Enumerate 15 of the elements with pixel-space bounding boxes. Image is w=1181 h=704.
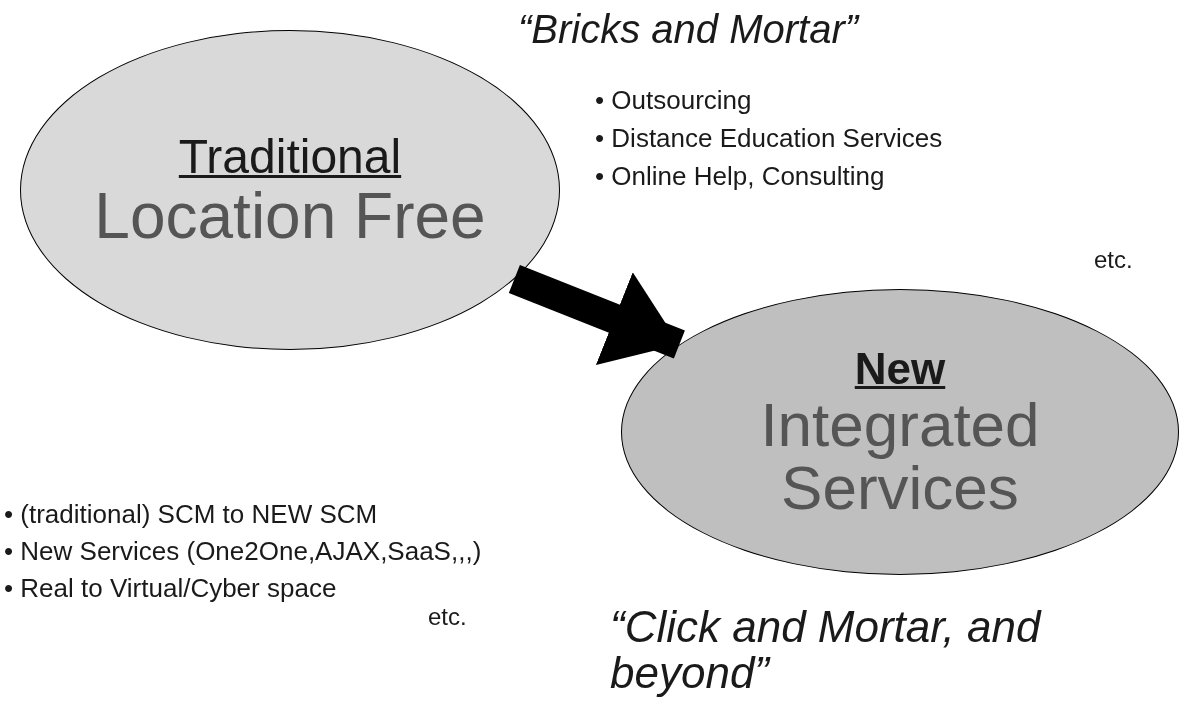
list-item: • Online Help, Consulting xyxy=(595,162,885,192)
list-item: • New Services (One2One,AJAX,SaaS,,,) xyxy=(4,537,482,567)
ellipse-heading: New xyxy=(854,344,946,393)
list-item: • (traditional) SCM to NEW SCM xyxy=(4,500,378,530)
quote-text: “Click and Mortar, and beyond” xyxy=(610,604,1043,697)
list-item: etc. xyxy=(428,603,467,631)
list-item: • Outsourcing xyxy=(595,86,752,116)
ellipse-heading: Traditional xyxy=(178,130,402,184)
ellipse-text: Location Free xyxy=(93,183,487,250)
ellipse-text: Integrated Services xyxy=(759,392,1041,520)
list-item: etc. xyxy=(1094,246,1133,274)
quote-text: “Bricks and Mortar” xyxy=(518,6,859,52)
list-item: • Distance Education Services xyxy=(595,124,943,154)
list-item: • Real to Virtual/Cyber space xyxy=(4,574,337,604)
thick-arrow xyxy=(508,265,685,366)
